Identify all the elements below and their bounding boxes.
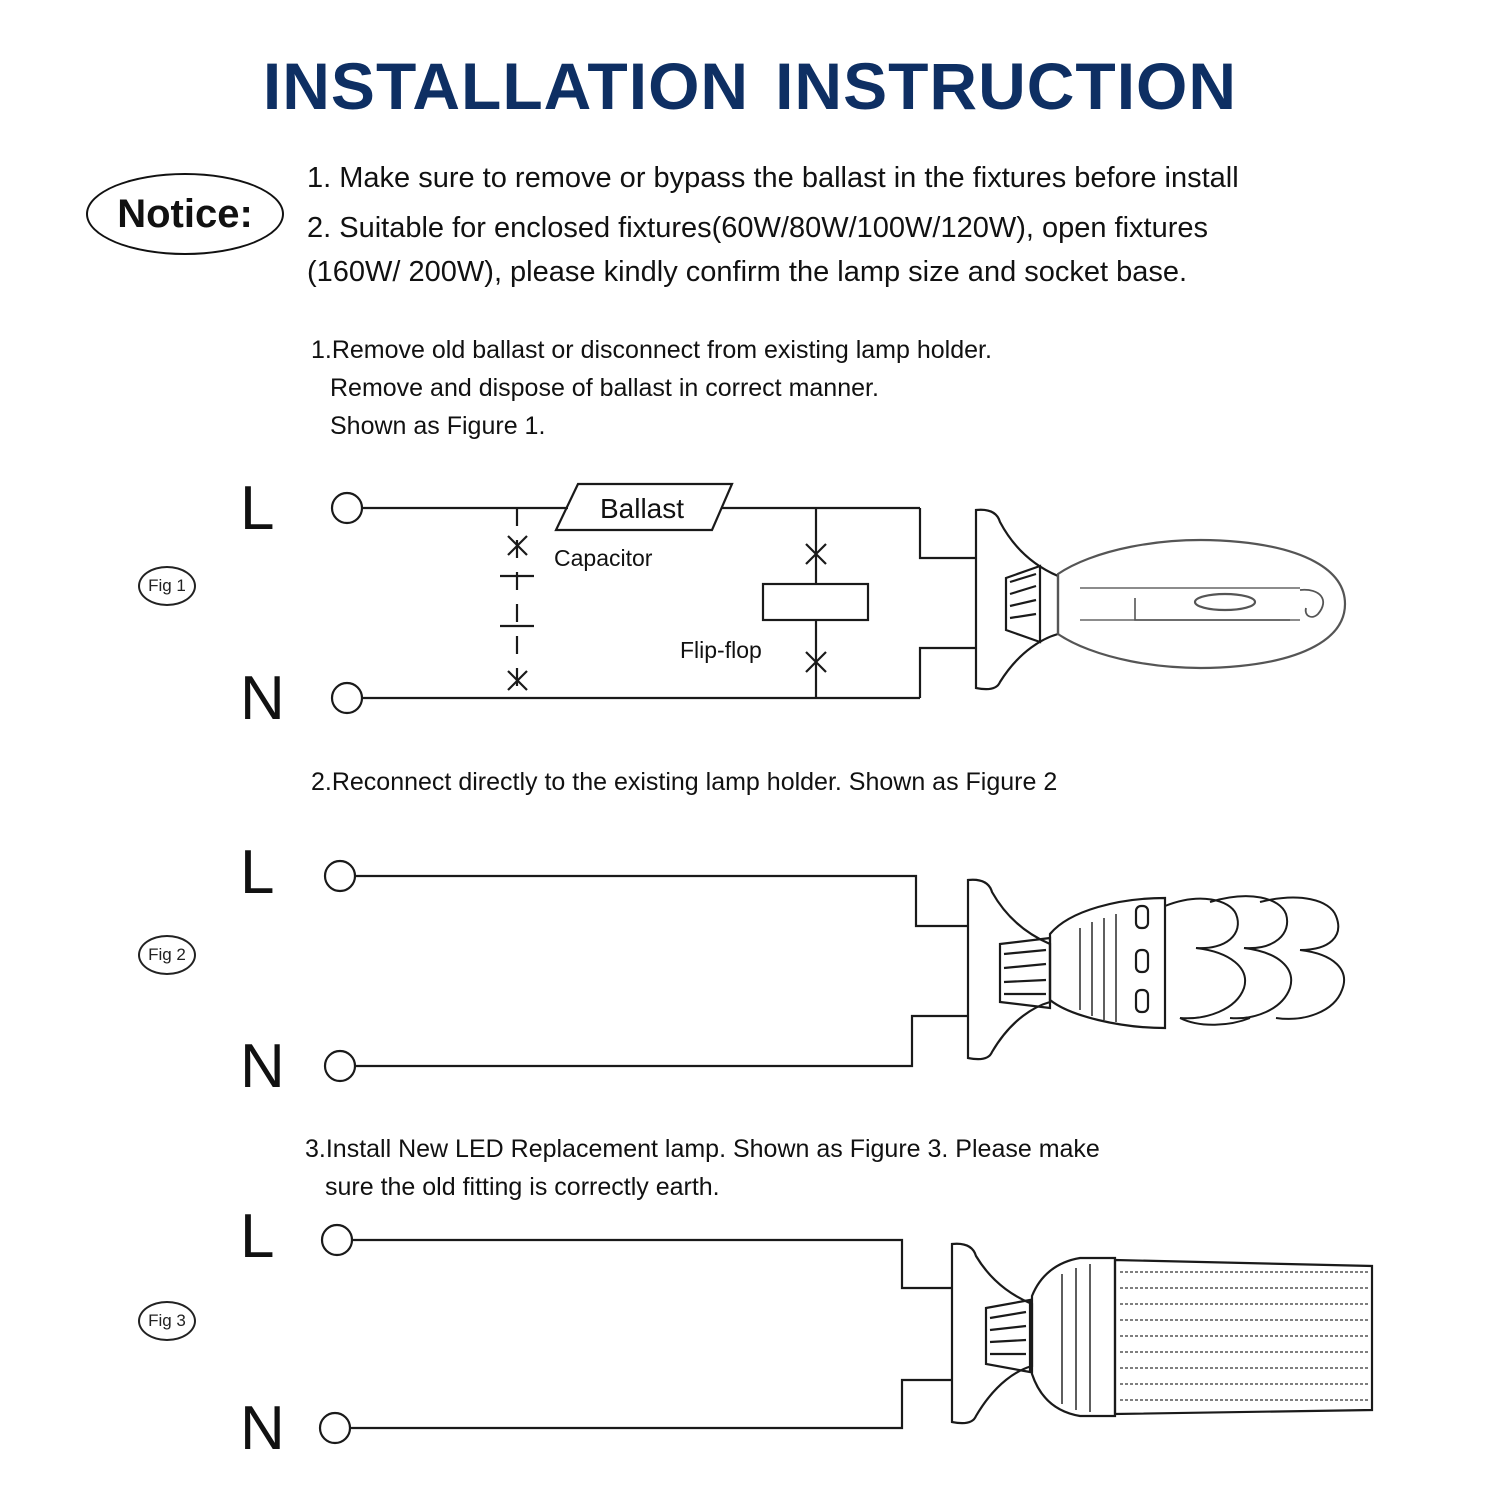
fig3-neutral-label: N (240, 1394, 285, 1463)
fig3-neutral-terminal (318, 1411, 352, 1445)
fig1-flipflop-box (761, 582, 870, 622)
notice-badge: Notice: (86, 173, 284, 255)
title-word-2: INSTRUCTION (775, 49, 1238, 123)
fig3-badge: Fig 3 (138, 1301, 196, 1341)
notice-label: Notice: (117, 191, 253, 236)
fig2-wiring-diagram (323, 859, 1345, 1083)
fig1-hid-bulb (1056, 538, 1347, 670)
fig1-screw-base (1004, 564, 1042, 644)
step1-line-3: Shown as Figure 1. (330, 412, 546, 440)
fig2-spiral-tube (1164, 895, 1345, 1026)
title-word-1: INSTALLATION (262, 49, 750, 123)
notice-line-3: (160W/ 200W), please kindly confirm the … (307, 256, 1188, 288)
fig2-screw-base (998, 936, 1052, 1010)
fig1-capacitor-cross-bottom (507, 670, 528, 691)
fig1-ballast-label: Ballast (600, 493, 684, 524)
step1-line-1: 1.Remove old ballast or disconnect from … (311, 336, 992, 364)
fig1-flipflop-label: Flip-flop (680, 637, 762, 663)
fig2-lamp-holder (966, 878, 1052, 1061)
fig3-led-driver-housing (1030, 1256, 1117, 1418)
fig1-capacitor-label: Capacitor (554, 545, 653, 571)
fig1-flipflop-cross-top (805, 543, 827, 565)
fig2-live-label: L (240, 838, 275, 907)
step1-line-2: Remove and dispose of ballast in correct… (330, 374, 879, 402)
fig1-flipflop-cross-bottom (805, 651, 827, 673)
fig1-neutral-terminal (330, 681, 364, 715)
step2-line-1: 2.Reconnect directly to the existing lam… (311, 768, 1058, 796)
fig3-led-strips (1120, 1271, 1368, 1401)
fig1-live-label: L (240, 474, 275, 543)
page-title: INSTALLATION INSTRUCTION (0, 48, 1500, 124)
fig1-lamp-holder (974, 508, 1060, 691)
fig3-live-terminal (320, 1223, 354, 1257)
fig3-lamp-holder (950, 1242, 1034, 1425)
fig2-led-driver-housing (1048, 896, 1167, 1030)
step3-line-2: sure the old fitting is correctly earth. (325, 1173, 720, 1201)
fig1-ballast-box (554, 482, 734, 532)
fig3-wiring-diagram (318, 1223, 1374, 1445)
fig1-neutral-label: N (240, 664, 285, 733)
fig2-live-terminal (323, 859, 357, 893)
fig3-screw-base (984, 1298, 1032, 1374)
notice-line-2: 2. Suitable for enclosed fixtures(60W/80… (307, 212, 1209, 244)
fig1-wiring-diagram: Ballast Capacitor Flip-flop (330, 482, 1347, 715)
fig1-live-terminal (330, 491, 364, 525)
fig1-capacitor-cross-top (507, 535, 528, 556)
fig2-neutral-label: N (240, 1032, 285, 1101)
fig2-badge: Fig 2 (138, 935, 196, 975)
step3-line-1: 3.Install New LED Replacement lamp. Show… (305, 1135, 1100, 1163)
fig3-led-corn-array (1113, 1258, 1374, 1416)
fig3-live-label: L (240, 1202, 275, 1271)
notice-line-1: 1. Make sure to remove or bypass the bal… (307, 162, 1239, 194)
fig2-neutral-terminal (323, 1049, 357, 1083)
fig1-badge: Fig 1 (138, 566, 196, 606)
